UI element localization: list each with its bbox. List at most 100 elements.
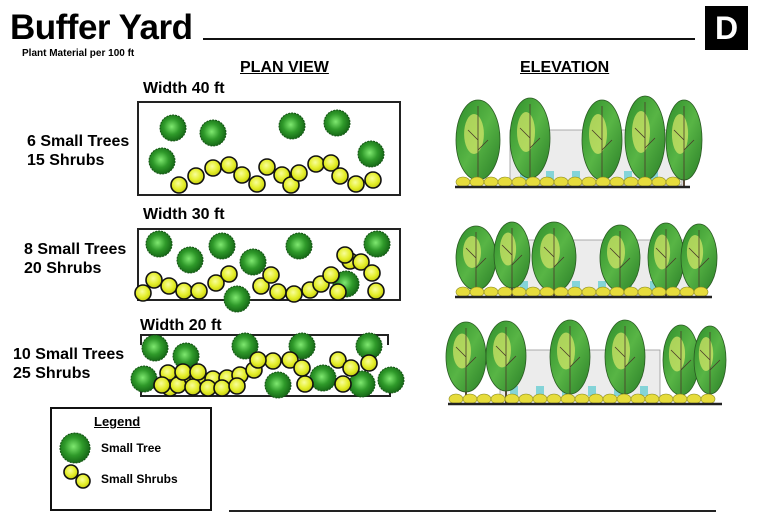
tree-branches [455, 328, 477, 392]
elevation-shrub [574, 393, 590, 405]
tree-branches [655, 229, 677, 293]
shrub-symbol [269, 283, 287, 301]
elevation-shrub [630, 393, 646, 405]
window-sketch [588, 386, 596, 396]
tree-highlight [463, 236, 481, 268]
shrub-symbol [264, 352, 282, 370]
shrub-symbol [285, 285, 303, 303]
shrub-symbol [322, 154, 340, 172]
elevation-shrub [483, 286, 499, 298]
tree-branches [501, 228, 523, 288]
tree-highlight [517, 112, 535, 152]
tree-highlight [540, 233, 560, 269]
plan-view-heading: PLAN VIEW [240, 59, 329, 76]
shrub-symbol [342, 359, 360, 377]
tree-symbol [176, 246, 204, 274]
elevation-shrub [567, 286, 583, 298]
tree-branches [609, 231, 631, 291]
elevation-shrub [553, 286, 569, 298]
tree-highlight [653, 234, 671, 270]
shrub-symbol [331, 167, 349, 185]
shrub-symbol [307, 155, 325, 173]
elevation-shrub [665, 176, 681, 188]
elevation-shrub [553, 176, 569, 188]
tree-symbol [148, 147, 176, 175]
tree-branches [559, 326, 581, 394]
tree-symbol [285, 232, 313, 260]
elevation-shrub [539, 176, 555, 188]
tree-branches [495, 327, 517, 391]
tree-symbol [223, 285, 251, 313]
tree-highlight [464, 114, 484, 154]
window-sketch [536, 386, 544, 396]
tree-branches [699, 332, 721, 394]
elevation-shrub [658, 393, 674, 405]
shrub-symbol [190, 282, 208, 300]
shrub-symbol [367, 282, 385, 300]
tree-branches [670, 331, 692, 395]
elevation-shrub [504, 393, 520, 405]
window-sketch [640, 386, 648, 396]
shrub-symbol [281, 351, 299, 369]
tree-symbol [323, 109, 351, 137]
shrub-symbol [364, 171, 382, 189]
elevation-shrub [595, 286, 611, 298]
tree-highlight [686, 235, 704, 269]
tree-highlight [557, 332, 575, 370]
shrub-count-20: 25 Shrubs [13, 365, 91, 382]
elevation-shrub [588, 393, 604, 405]
elevation-shrub [497, 286, 513, 298]
shrub-symbol [258, 158, 276, 176]
elevation-shrub [469, 286, 485, 298]
page-subtitle: Plant Material per 100 ft [22, 48, 135, 59]
shrub-symbol [228, 377, 246, 395]
tree-highlight [698, 337, 714, 371]
elevation-shrub [455, 176, 471, 188]
shrub-symbol [296, 375, 314, 393]
tree-symbol [363, 230, 391, 258]
title-rule [203, 38, 695, 40]
tree-highlight [589, 114, 607, 154]
elevation-shrub [672, 393, 688, 405]
shrub-count-40: 15 Shrubs [27, 152, 105, 169]
tree-branches [614, 326, 636, 394]
tree-symbol [239, 248, 267, 276]
elevation-shrub [560, 393, 576, 405]
tree-count-40: 6 Small Trees [27, 133, 130, 150]
legend-title: Legend [94, 414, 141, 429]
tree-symbol [377, 366, 405, 394]
elevation-shrub [448, 393, 464, 405]
shrub-symbol [184, 378, 202, 396]
window-sketch [572, 281, 580, 291]
shrub-symbol [336, 246, 354, 264]
elevation-shrub [462, 393, 478, 405]
shrub-symbol [213, 379, 231, 397]
elevation-shrub [525, 176, 541, 188]
elevation-shrub [546, 393, 562, 405]
shrub-symbol [160, 277, 178, 295]
shrub-symbol [189, 363, 207, 381]
elevation-shrub [637, 286, 653, 298]
window-sketch [572, 171, 580, 181]
elevation-heading: ELEVATION [520, 59, 610, 76]
tree-highlight [493, 332, 511, 368]
shrub-symbol [248, 175, 266, 193]
shrub-symbol [290, 164, 308, 182]
elevation-shrub [539, 286, 555, 298]
shrub-count-30: 20 Shrubs [24, 260, 102, 277]
page-title: Buffer Yard [10, 8, 193, 47]
tree-highlight [607, 235, 625, 269]
shrub-symbol [204, 159, 222, 177]
plan-frame-30 [137, 228, 401, 301]
elevation-shrub [469, 176, 485, 188]
elevation-shrub [665, 286, 681, 298]
shrub-circle-icon [75, 473, 91, 489]
tree-highlight [632, 111, 650, 153]
tree-circle-icon [59, 432, 91, 464]
tree-highlight [612, 332, 630, 370]
window-sketch [520, 281, 528, 291]
shrub-symbol [360, 354, 378, 372]
shrub-symbol [170, 176, 188, 194]
tree-symbol [141, 334, 169, 362]
